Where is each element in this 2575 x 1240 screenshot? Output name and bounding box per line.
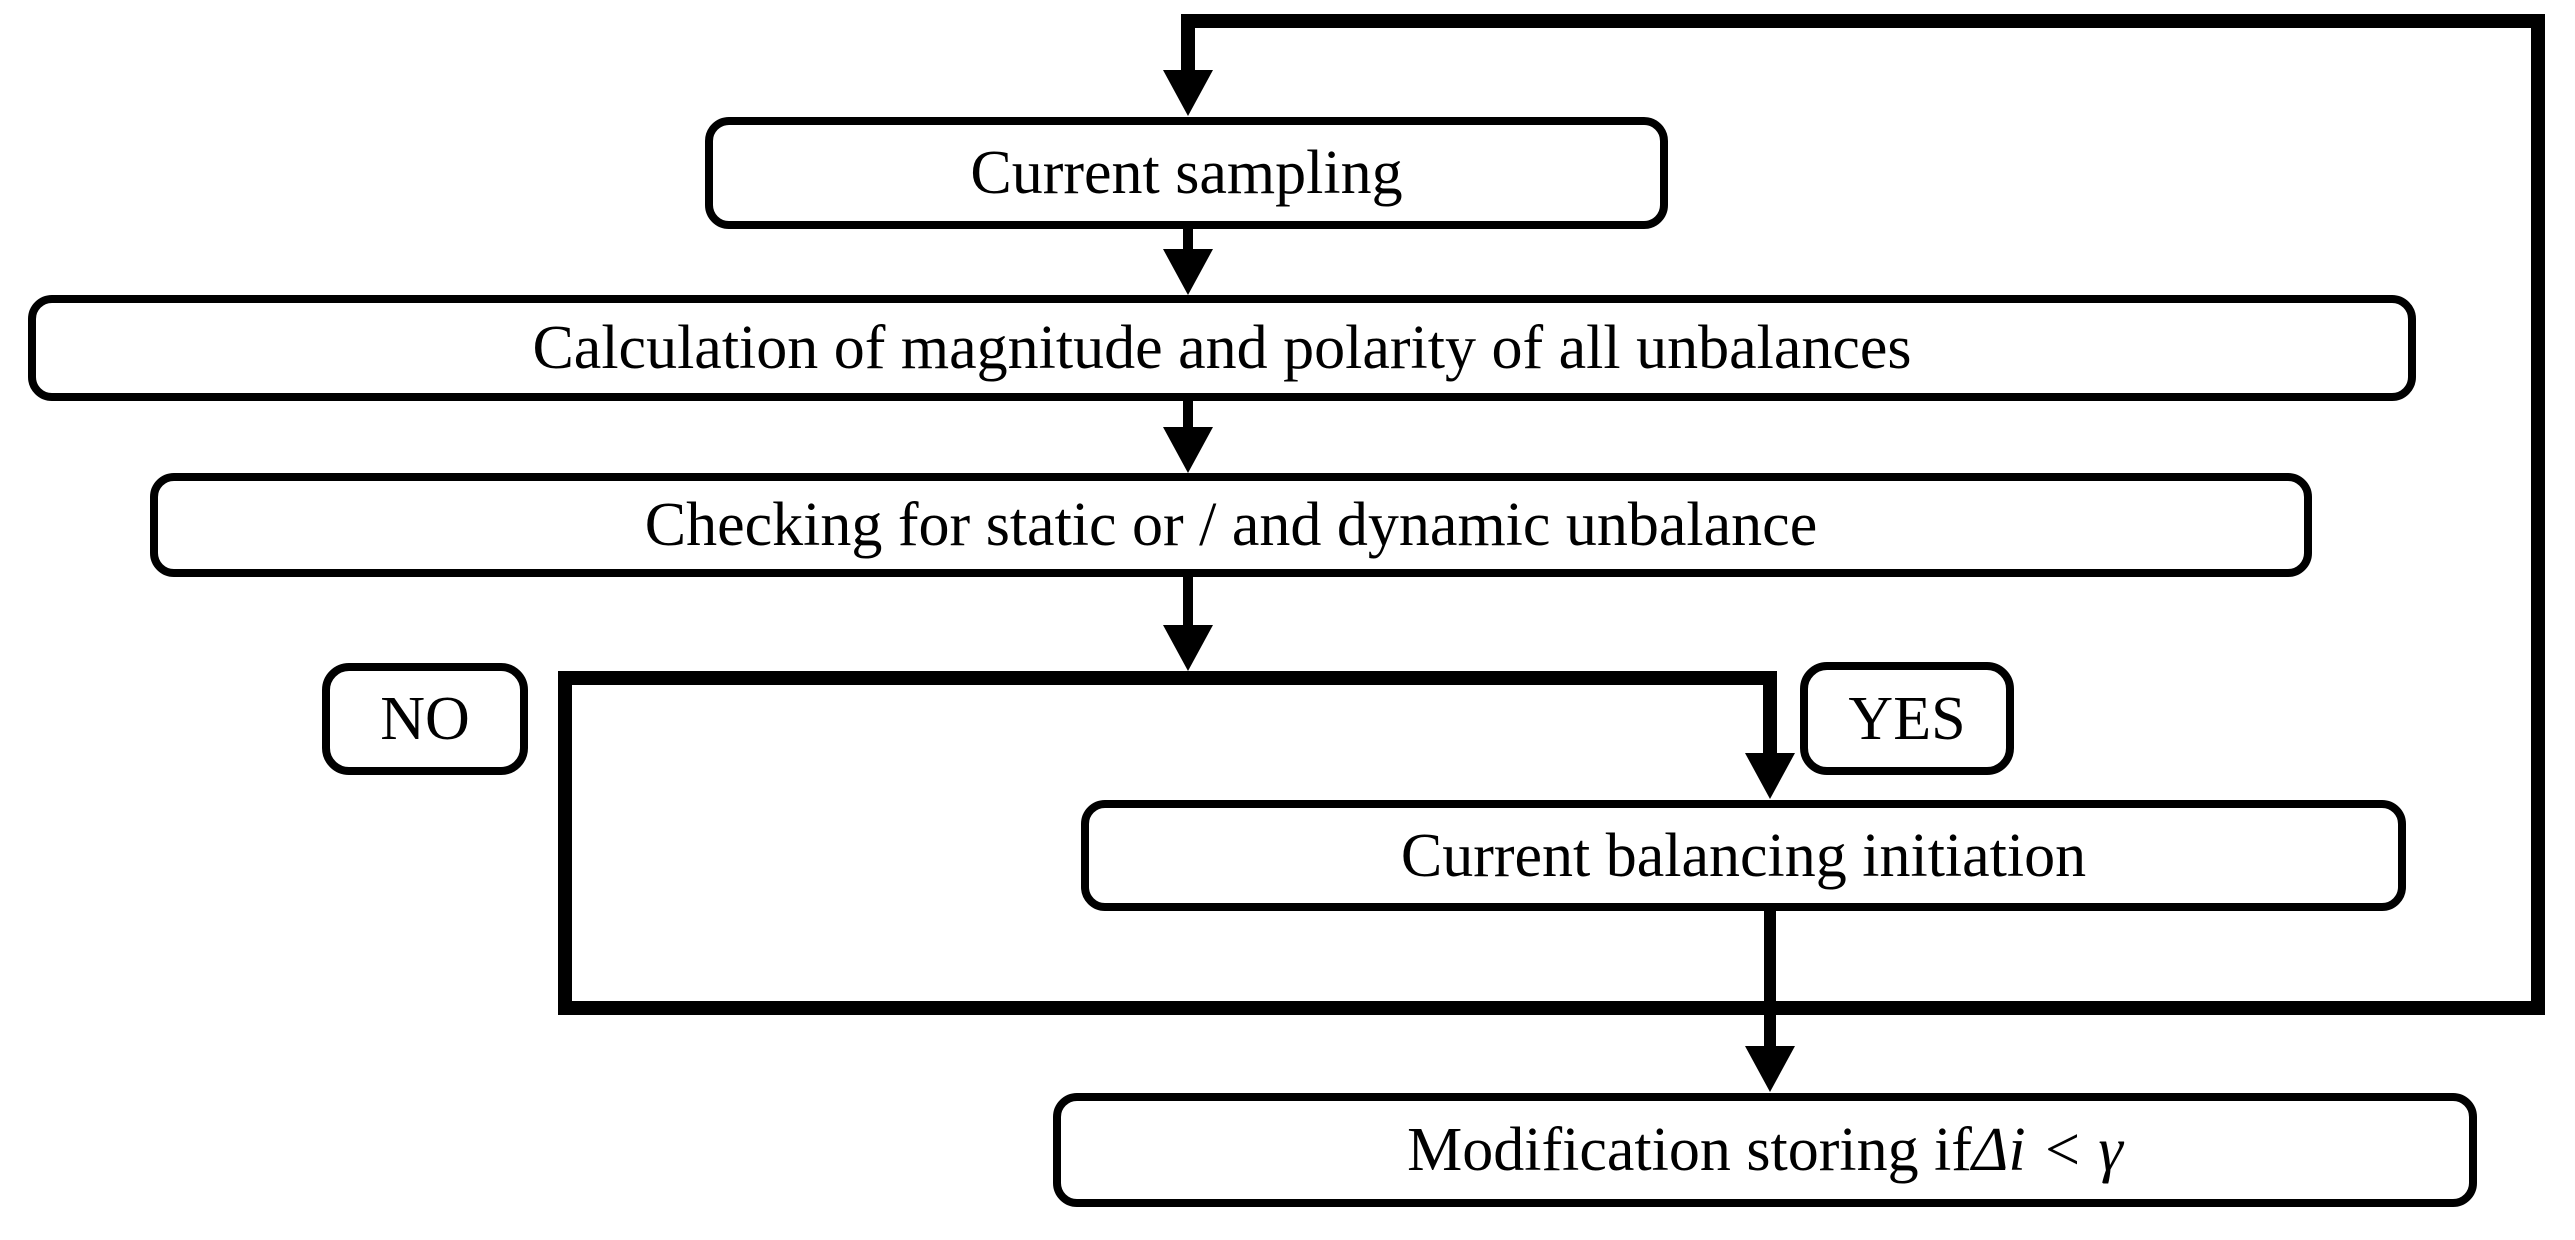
arrowhead-into-current-sampling: [1163, 70, 1213, 116]
node-current-sampling-label: Current sampling: [970, 139, 1403, 207]
node-calculation: Calculation of magnitude and polarity of…: [28, 295, 2416, 401]
branch-label-no-text: NO: [380, 685, 470, 753]
node-modification-storing-label: Modification storing if: [1407, 1116, 1972, 1184]
branch-label-yes: YES: [1800, 662, 2014, 775]
node-balancing-initiation-label: Current balancing initiation: [1400, 821, 2087, 890]
node-current-sampling: Current sampling: [705, 117, 1668, 229]
node-checking: Checking for static or / and dynamic unb…: [150, 473, 2312, 577]
node-calculation-label: Calculation of magnitude and polarity of…: [532, 314, 1912, 382]
arrowhead-into-balancing: [1745, 753, 1795, 799]
node-balancing-initiation: Current balancing initiation: [1081, 800, 2406, 911]
feedback-loop-line: [558, 14, 2545, 1015]
arrowhead-into-modification: [1745, 1046, 1795, 1092]
node-checking-label: Checking for static or / and dynamic unb…: [644, 491, 1818, 559]
branch-label-yes-text: YES: [1848, 684, 1966, 753]
arrowhead-into-calculation: [1163, 249, 1213, 295]
node-modification-storing: Modification storing if Δi < γ: [1053, 1093, 2477, 1207]
node-modification-storing-formula: Δi < γ: [1971, 1116, 2123, 1184]
arrowhead-onto-branch-line: [1163, 625, 1213, 671]
arrowhead-into-checking: [1163, 427, 1213, 473]
branch-label-no: NO: [322, 663, 528, 775]
